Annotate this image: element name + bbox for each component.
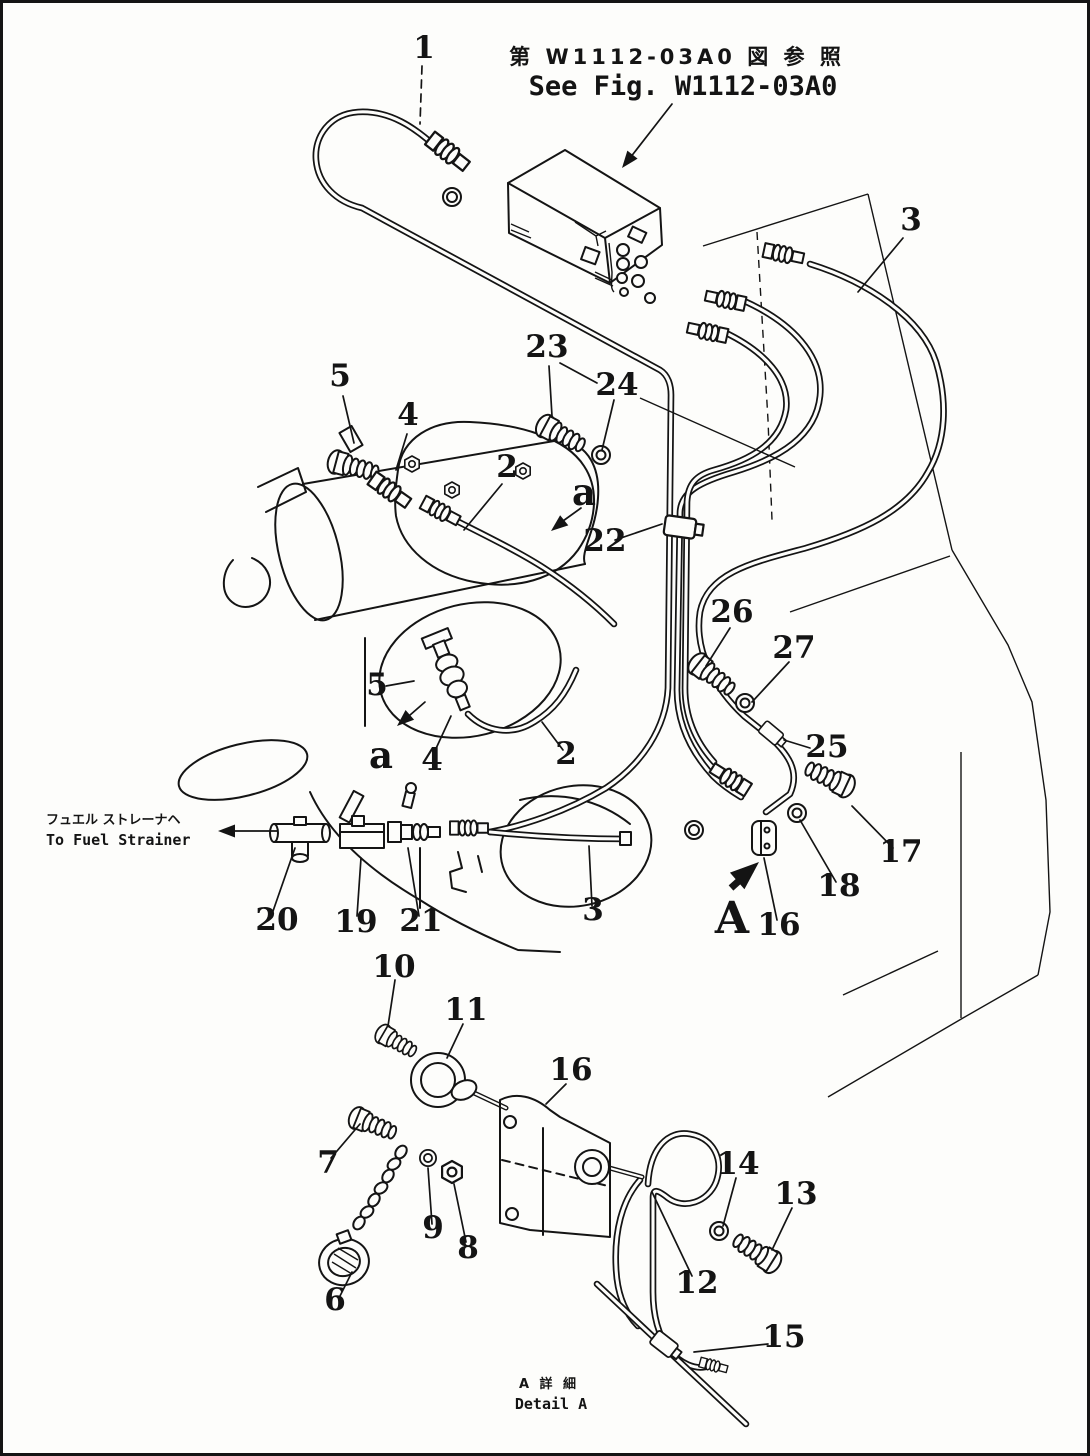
part-clamp-22 [662, 513, 706, 542]
callout-2b: 2 [555, 736, 577, 772]
parts [269, 129, 860, 1376]
part-plug-21 [387, 782, 441, 843]
callout-27: 27 [772, 630, 815, 666]
engine-outline [177, 420, 653, 953]
part-fitting-2 [418, 493, 464, 529]
callout-15: 15 [762, 1319, 805, 1355]
part-injector [420, 627, 471, 712]
callout-14: 14 [716, 1146, 759, 1182]
part-washer-18 [787, 803, 807, 823]
part-gauge-11 [410, 1052, 478, 1108]
leader-lines [271, 65, 904, 1353]
view-a-arrow-top [546, 515, 569, 537]
harness-tubes [312, 108, 947, 1428]
controller-box [507, 149, 663, 304]
callout-25: 25 [805, 729, 848, 765]
part-cap-6 [318, 1229, 370, 1287]
body-panel-outline [702, 193, 1051, 1098]
callout-4b: 4 [421, 742, 443, 778]
small-nut [403, 455, 421, 473]
callout-17: 17 [879, 834, 922, 870]
ref-note-jp: 第 W1112-03A0 図 参 照 [509, 45, 845, 69]
cableB-connector [703, 286, 748, 313]
callout-a-mid: a [369, 733, 393, 777]
callout-20: 20 [255, 902, 298, 938]
hose-end [619, 831, 632, 846]
callout-3: 3 [900, 202, 922, 238]
part-washer-14 [709, 1221, 729, 1241]
part-nut-8 [441, 1159, 463, 1185]
callout-4: 4 [397, 397, 419, 433]
callout-7: 7 [317, 1145, 339, 1181]
fuel-strainer-note-jp: フュエル ストレーナヘ [46, 813, 181, 828]
hose12-end [697, 1355, 730, 1376]
part-valve-19 [338, 789, 385, 849]
callout-24: 24 [595, 367, 638, 403]
small-nut [443, 481, 461, 499]
part-clamp-15 [648, 1328, 685, 1363]
part-washer-24 [591, 445, 611, 465]
part-bolt-23 [531, 410, 591, 459]
ring-junction [684, 820, 704, 840]
see-fig-arrow [616, 150, 638, 173]
callout-11: 11 [444, 992, 487, 1028]
part-clamp-25 [756, 719, 790, 751]
callout-5: 5 [329, 358, 351, 394]
callout-22: 22 [583, 523, 626, 559]
cable3-connector [761, 241, 806, 268]
callout-13: 13 [774, 1176, 817, 1212]
chain [352, 1144, 408, 1231]
callout-3b: 3 [582, 892, 604, 928]
part-washer-9 [418, 1149, 438, 1167]
callout-1: 1 [413, 30, 435, 66]
callout-21: 21 [399, 903, 442, 939]
detail-note-en: Detail A [515, 1395, 587, 1413]
box-connector-cluster [616, 225, 656, 304]
callout-6: 6 [324, 1282, 346, 1318]
callout-18: 18 [817, 868, 860, 904]
callout-19: 19 [334, 904, 377, 940]
callout-A: A [714, 893, 750, 944]
part-tee-20 [269, 816, 331, 863]
callout-5b: 5 [366, 667, 388, 703]
callout-16r: 16 [757, 907, 800, 943]
row-connector [449, 819, 489, 837]
arrows [218, 103, 767, 891]
small-nut [514, 462, 532, 480]
part-clip-16 [751, 820, 777, 856]
ring-1 [442, 187, 462, 207]
fuel-strainer-note-en: To Fuel Strainer [46, 831, 191, 849]
callout-10: 10 [372, 949, 415, 985]
callout-16l: 16 [549, 1052, 592, 1088]
ref-note-en: See Fig. W1112-03A0 [529, 71, 838, 102]
callout-23: 23 [525, 329, 568, 365]
cable1-connector [423, 129, 474, 175]
detail-note-jp: A 詳 細 [519, 1376, 579, 1392]
callout-8: 8 [457, 1230, 479, 1266]
callout-2: 2 [496, 449, 518, 485]
part-fitting-4 [365, 469, 415, 512]
part-bolt-7 [344, 1103, 401, 1146]
callout-26: 26 [710, 594, 753, 630]
labels: 第 W1112-03A0 図 参 照 See Fig. W1112-03A0 フ… [46, 30, 923, 1413]
fuel-strainer-arrow [218, 824, 235, 838]
callout-a-top: a [572, 470, 596, 514]
part-bracket-16 [499, 1094, 611, 1238]
part-bolt-10 [371, 1020, 421, 1063]
cableC-connector [685, 318, 730, 345]
part-washer-27 [735, 693, 755, 713]
callout-9: 9 [422, 1210, 444, 1246]
part-bolt-13 [727, 1227, 787, 1278]
callout-12: 12 [675, 1265, 718, 1301]
